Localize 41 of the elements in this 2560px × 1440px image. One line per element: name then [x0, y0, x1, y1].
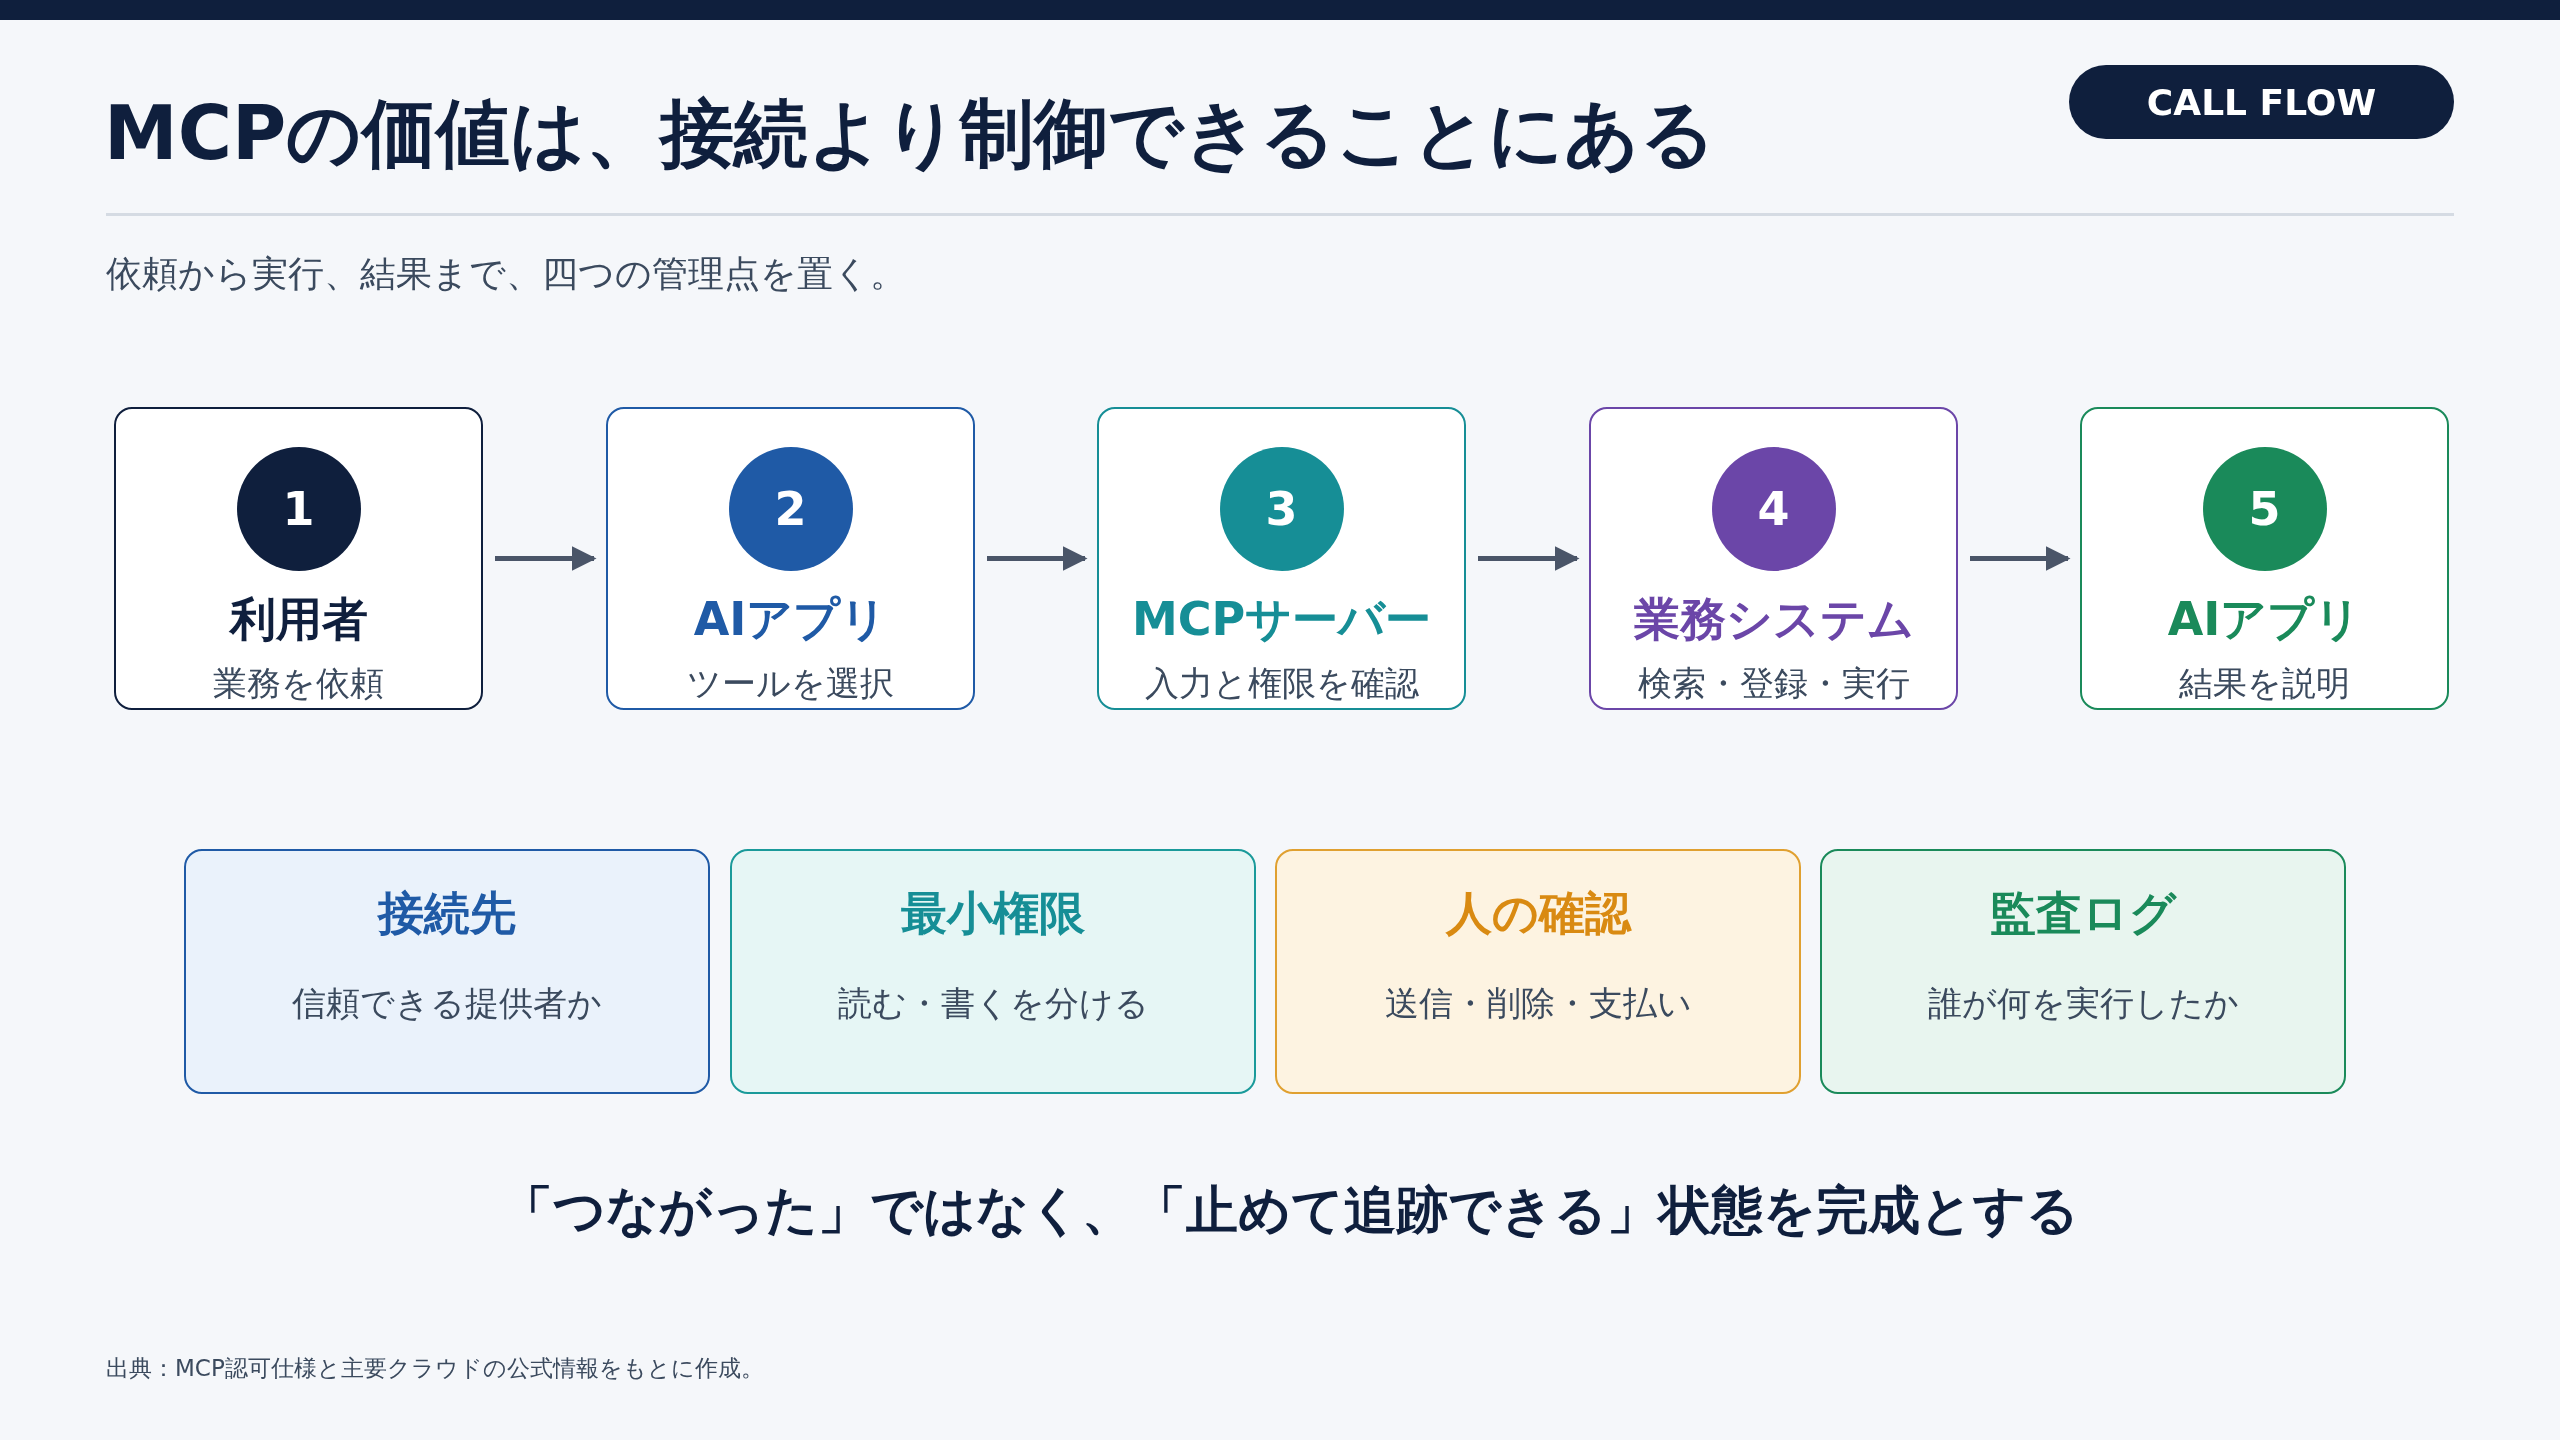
control-point-card	[1275, 849, 1801, 1094]
card-heading: 接続先	[378, 885, 516, 942]
control-point-card	[184, 849, 710, 1094]
step-number: 5	[2202, 447, 2327, 571]
source-note: 出典：MCP認可仕様と主要クラウドの公式情報をもとに作成。	[106, 1354, 764, 1383]
arrow	[495, 546, 597, 571]
card-heading: 人の確認	[1445, 885, 1631, 942]
step-box	[1589, 407, 1958, 710]
step-title: 業務システム	[1633, 591, 1914, 648]
step-box	[2080, 407, 2449, 710]
step-description: ツールを選択	[687, 662, 894, 705]
control-point-card	[730, 849, 1256, 1094]
step-description: 入力と権限を確認	[1144, 662, 1419, 705]
card-description: 信頼できる提供者か	[292, 982, 602, 1025]
step-description: 結果を説明	[2179, 662, 2350, 705]
step-number: 1	[236, 447, 361, 571]
card-heading: 最小権限	[901, 885, 1085, 942]
step-number: 4	[1711, 447, 1836, 571]
step-number: 3	[1219, 447, 1344, 571]
step-title: 利用者	[229, 591, 368, 648]
step-number: 2	[728, 447, 853, 571]
arrow	[987, 546, 1088, 571]
conclusion-text: 「つながった」ではなく、「止めて追跡できる」状態を完成とする	[501, 1179, 2079, 1242]
step-box	[114, 407, 483, 710]
card-description: 誰が何を実行したか	[1927, 982, 2239, 1025]
card-description: 送信・削除・支払い	[1384, 982, 1692, 1025]
card-heading: 監査ログ	[1990, 885, 2176, 942]
arrow	[1478, 546, 1580, 571]
step-description: 検索・登録・実行	[1637, 662, 1910, 705]
title: MCPの価値は、接続より制御できることにある	[104, 89, 1717, 178]
card-description: 読む・書くを分ける	[837, 982, 1149, 1025]
step-description: 業務を依頼	[213, 662, 384, 705]
step-title: AIアプリ	[693, 591, 888, 648]
control-point-card	[1820, 849, 2346, 1094]
step-box	[606, 407, 975, 710]
step-title: MCPサーバー	[1131, 591, 1432, 648]
step-box	[1097, 407, 1466, 710]
step-title: AIアプリ	[2167, 591, 2362, 648]
arrow	[1970, 546, 2071, 571]
call-flow-badge: CALL FLOW	[2069, 65, 2454, 139]
subtitle: 依頼から実行、結果まで、四つの管理点を置く。	[106, 252, 906, 296]
